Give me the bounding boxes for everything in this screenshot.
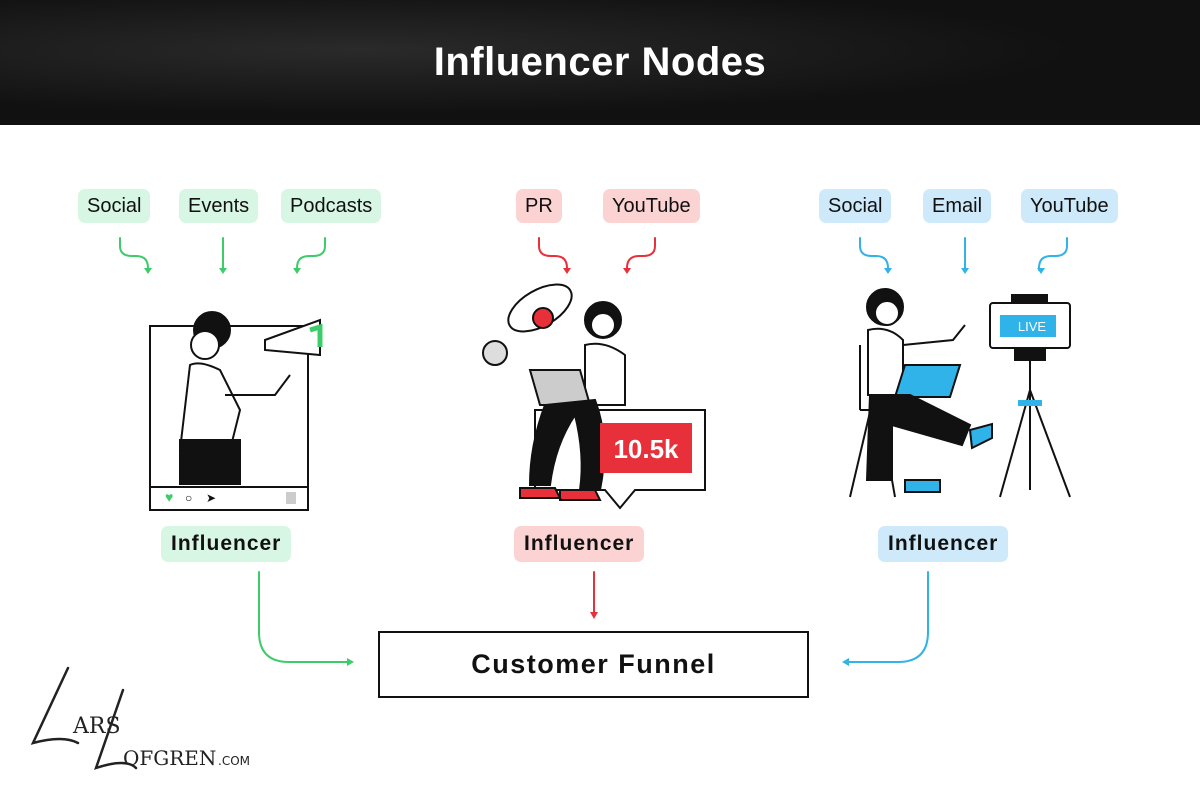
arrowheads — [144, 268, 1045, 666]
influencer-laptop-illustration — [482, 283, 706, 510]
green-arrows — [119, 237, 350, 663]
channel-chip-email: Email — [923, 189, 992, 223]
influencer-node-red: Influencer — [514, 526, 645, 562]
channel-chip-podcasts: Podcasts — [281, 189, 382, 223]
live-badge — [1000, 315, 1056, 337]
follower-count-text: 10.5k — [613, 434, 679, 464]
red-arrows — [538, 237, 656, 616]
influencer-node-blue: Influencer — [878, 526, 1009, 562]
bookmark-icon — [286, 492, 296, 504]
page-title: Influencer Nodes — [433, 40, 767, 84]
lars-lofgren-logo: ARS OFGREN .COM — [30, 666, 250, 770]
customer-funnel-box: Customer Funnel — [378, 631, 809, 698]
channel-chip-youtube: YouTube — [603, 189, 700, 223]
channel-chip-events: Events — [179, 189, 259, 223]
heart-icon: ♥ — [165, 489, 173, 505]
send-icon: ➤ — [206, 491, 216, 505]
influencer-megaphone-illustration — [149, 311, 323, 511]
live-badge-text: LIVE — [1018, 319, 1047, 334]
follower-count-badge — [600, 423, 692, 473]
channel-chip-youtube: YouTube — [1021, 189, 1118, 223]
channel-chip-social: Social — [78, 189, 151, 223]
comment-icon: ○ — [185, 491, 192, 505]
channel-chip-social: Social — [819, 189, 892, 223]
header-banner: Influencer Nodes — [0, 0, 1200, 125]
svg-text:ARS: ARS — [72, 714, 121, 739]
influencer-node-green: Influencer — [161, 526, 292, 562]
blue-arrows — [845, 237, 1068, 663]
svg-text:OFGREN: OFGREN — [123, 746, 216, 770]
channel-chip-pr: PR — [516, 189, 562, 223]
svg-text:.COM: .COM — [218, 754, 250, 768]
